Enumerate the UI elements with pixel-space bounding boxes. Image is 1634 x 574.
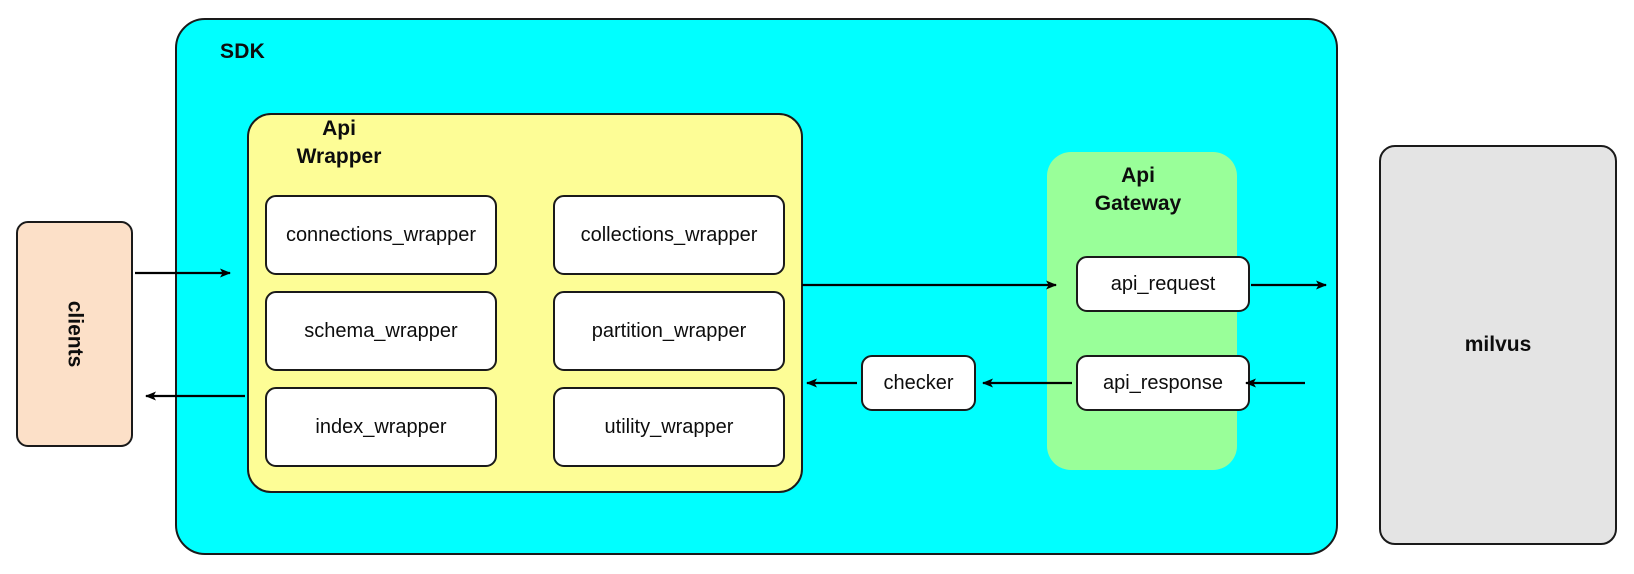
sdk-label: SDK: [220, 40, 265, 63]
card-index-wrapper[interactable]: index_wrapper: [265, 387, 497, 467]
card-connections-wrapper[interactable]: connections_wrapper: [265, 195, 497, 275]
card-utility-wrapper[interactable]: utility_wrapper: [553, 387, 785, 467]
api-wrapper-label: Api Wrapper: [259, 115, 419, 170]
card-api-response[interactable]: api_response: [1076, 355, 1250, 411]
clients-box[interactable]: clients: [16, 221, 133, 447]
api-wrapper-label-line1: Api: [322, 117, 356, 140]
api-gateway-label-line1: Api: [1121, 164, 1155, 187]
card-collections-wrapper[interactable]: collections_wrapper: [553, 195, 785, 275]
card-partition-wrapper[interactable]: partition_wrapper: [553, 291, 785, 371]
checker-box[interactable]: checker: [861, 355, 976, 411]
api-gateway-label: Api Gateway: [1043, 162, 1233, 217]
card-api-request[interactable]: api_request: [1076, 256, 1250, 312]
clients-label: clients: [63, 300, 87, 368]
api-gateway-label-line2: Gateway: [1094, 191, 1182, 215]
card-schema-wrapper[interactable]: schema_wrapper: [265, 291, 497, 371]
milvus-label: milvus: [1464, 333, 1532, 356]
api-wrapper-label-line2: Wrapper: [296, 144, 382, 168]
milvus-box[interactable]: milvus: [1379, 145, 1617, 545]
